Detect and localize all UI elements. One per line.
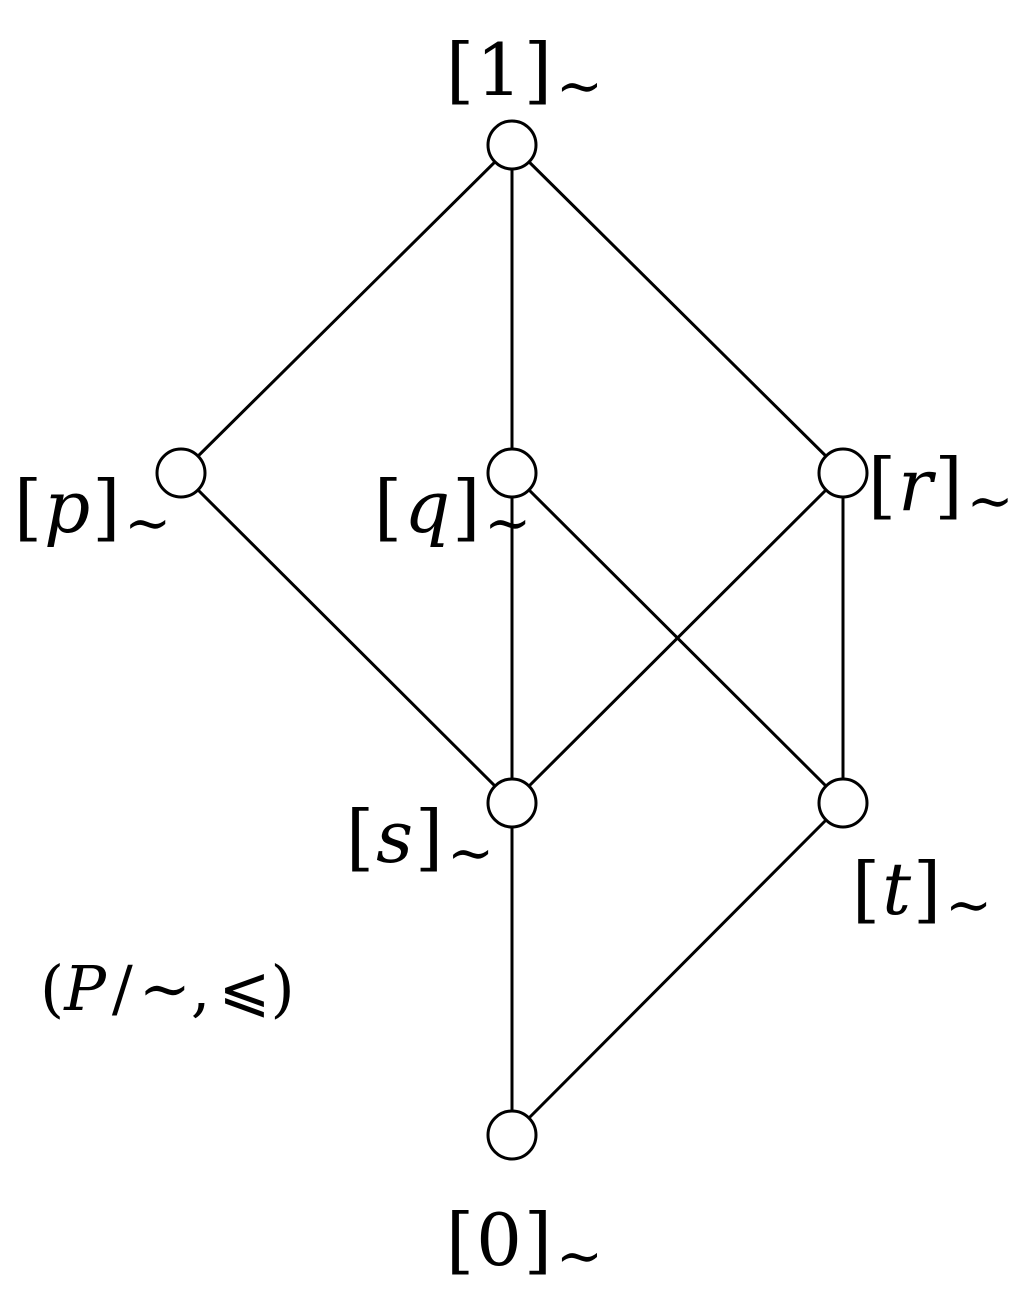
node-s bbox=[486, 777, 538, 829]
label-r: [r]∼ bbox=[868, 443, 1014, 534]
label-p: [p]∼ bbox=[14, 465, 171, 556]
node-t bbox=[817, 777, 869, 829]
node-p bbox=[155, 447, 207, 499]
label-t: [t]∼ bbox=[852, 847, 992, 938]
label-q: [q]∼ bbox=[374, 465, 531, 556]
node-q bbox=[486, 447, 538, 499]
nodes-layer bbox=[155, 119, 869, 1161]
node-one bbox=[486, 119, 538, 171]
edge-p-s bbox=[179, 471, 514, 805]
node-zero bbox=[486, 1109, 538, 1161]
edge-one-p bbox=[179, 143, 514, 475]
edges-layer bbox=[179, 143, 845, 1137]
node-r bbox=[817, 447, 869, 499]
edge-q-t bbox=[510, 471, 845, 805]
labels-layer: [1]∼ [p]∼ [q]∼ [r]∼ [s]∼ [t]∼ [0]∼ bbox=[14, 28, 1014, 1289]
label-one: [1]∼ bbox=[446, 28, 603, 119]
quotient-poset-caption: (P/∼,⩽) bbox=[40, 952, 295, 1025]
label-zero: [0]∼ bbox=[446, 1198, 603, 1289]
label-s: [s]∼ bbox=[346, 795, 494, 886]
edge-t-zero bbox=[510, 801, 845, 1137]
edge-one-r bbox=[510, 143, 845, 475]
